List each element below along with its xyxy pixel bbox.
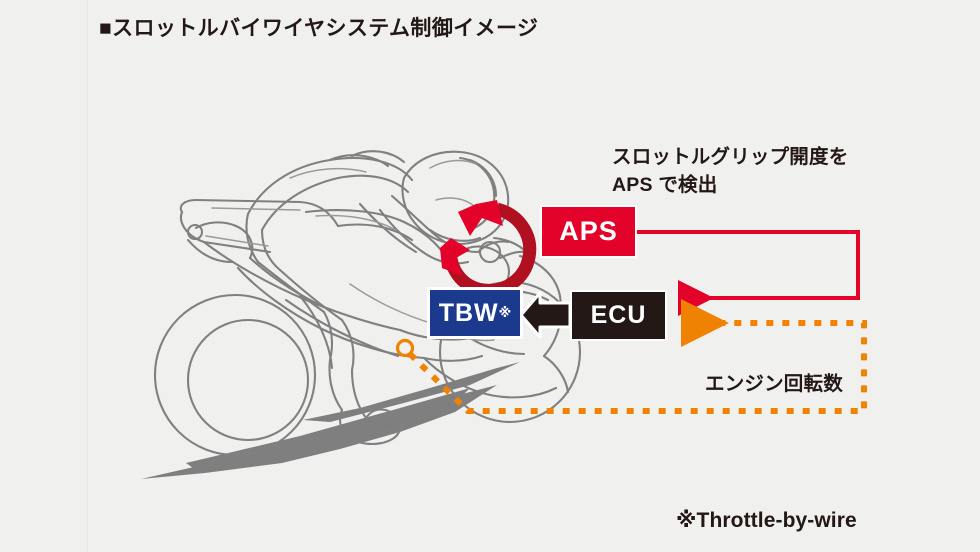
node-aps[interactable]: APS [540,205,637,258]
node-tbw-label: TBW [438,298,499,327]
illustration-detail-lines [205,159,495,342]
block-arrow-ecu-to-tbw [519,291,572,339]
callout-aps-line2: APS で検出 [612,173,718,196]
footnote-throttle-by-wire: ※Throttle-by-wire [676,509,857,532]
callout-aps-detection: スロットルグリップ開度を APS で検出 [612,144,848,199]
callout-engine-rpm: エンジン回転数 [705,373,843,395]
node-tbw-footnote-marker: ※ [498,305,512,320]
signal-path-aps-to-ecu [637,230,860,316]
node-tbw[interactable]: TBW※ [427,287,523,339]
callout-aps-line1: スロットルグリップ開度を [612,146,849,168]
page-title: ■スロットルバイワイヤシステム制御イメージ [99,17,539,40]
throttle-rotation-arrow-icon [440,200,537,297]
node-aps-label: APS [559,216,618,246]
node-ecu[interactable]: ECU [570,290,667,341]
signal-path-engine-to-ecu [395,299,867,414]
bike-shadow [141,362,520,479]
node-ecu-label: ECU [590,301,647,329]
motorcycle-rider-illustration [153,150,582,457]
